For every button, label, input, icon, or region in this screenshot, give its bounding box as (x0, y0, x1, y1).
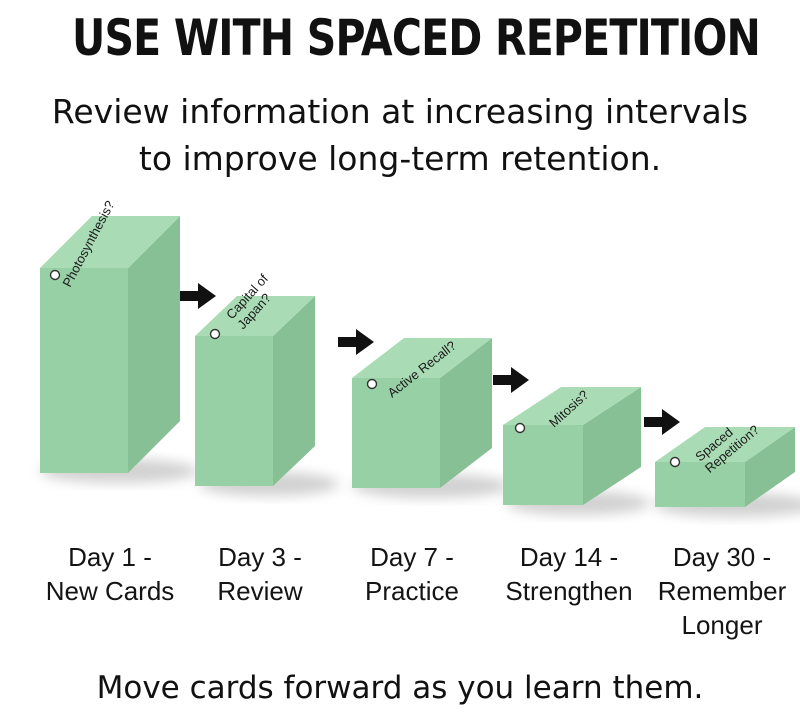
card-stack-front (352, 378, 440, 488)
stage-label-day-14: Day 14 - Strengthen (494, 540, 644, 608)
arrow-right-icon (338, 329, 374, 355)
subtitle-line-2: to improve long-term retention. (138, 139, 662, 178)
arrow-right-icon (644, 409, 680, 435)
card-stack-front (503, 425, 583, 505)
card-hole (366, 378, 378, 390)
stage-label-line: Strengthen (505, 576, 633, 606)
card-stack-diagram: Photosynthesis?Capital ofJapan?Active Re… (0, 200, 800, 530)
stage-label-line: Day 7 - (370, 542, 454, 572)
arrow-right-icon (493, 367, 529, 393)
stage-label-day-30: Day 30 - Remember Longer (647, 540, 797, 642)
footer-instruction: Move cards forward as you learn them. (96, 670, 704, 706)
page-title: USE WITH SPACED REPETITION (72, 9, 761, 67)
card-stack-front (655, 462, 745, 507)
stage-label-line: Day 1 - (68, 542, 152, 572)
card-stack-side (128, 216, 180, 473)
card-stack-top (655, 427, 795, 462)
stage-label-line: Review (217, 576, 303, 606)
card-stack-top (40, 216, 180, 268)
card-stack-top (503, 387, 641, 425)
card-stack-side (583, 387, 641, 505)
card-stacks-svg: Photosynthesis?Capital ofJapan?Active Re… (39, 200, 800, 517)
card-stack-side (273, 296, 315, 486)
stage-label-line: New Cards (45, 576, 175, 606)
arrow-right-icon (180, 283, 216, 309)
card-hole (514, 422, 526, 434)
stage-label-line: Practice (365, 576, 459, 606)
stage-label-line: Longer (681, 610, 763, 640)
card-hole (209, 328, 221, 340)
stage-label-day-3: Day 3 - Review (185, 540, 335, 608)
subtitle-line-1: Review information at increasing interva… (51, 92, 749, 131)
stage-label-line: Remember (657, 576, 787, 606)
stage-label-day-7: Day 7 - Practice (337, 540, 487, 608)
card-hole (49, 269, 61, 281)
card-stack-side (745, 427, 795, 507)
stage-label-line: Day 3 - (218, 542, 302, 572)
stage-label-day-1: Day 1 - New Cards (35, 540, 185, 608)
card-stack-front (40, 268, 128, 473)
card-stack-top (195, 296, 315, 336)
stage-label-line: Day 14 - (519, 542, 619, 572)
card-stack-front (195, 336, 273, 486)
subtitle: Review information at increasing interva… (0, 88, 800, 182)
card-hole (669, 456, 681, 468)
stage-label-line: Day 30 - (672, 542, 772, 572)
card-stack-top (352, 338, 492, 378)
card-stack-side (440, 338, 492, 488)
